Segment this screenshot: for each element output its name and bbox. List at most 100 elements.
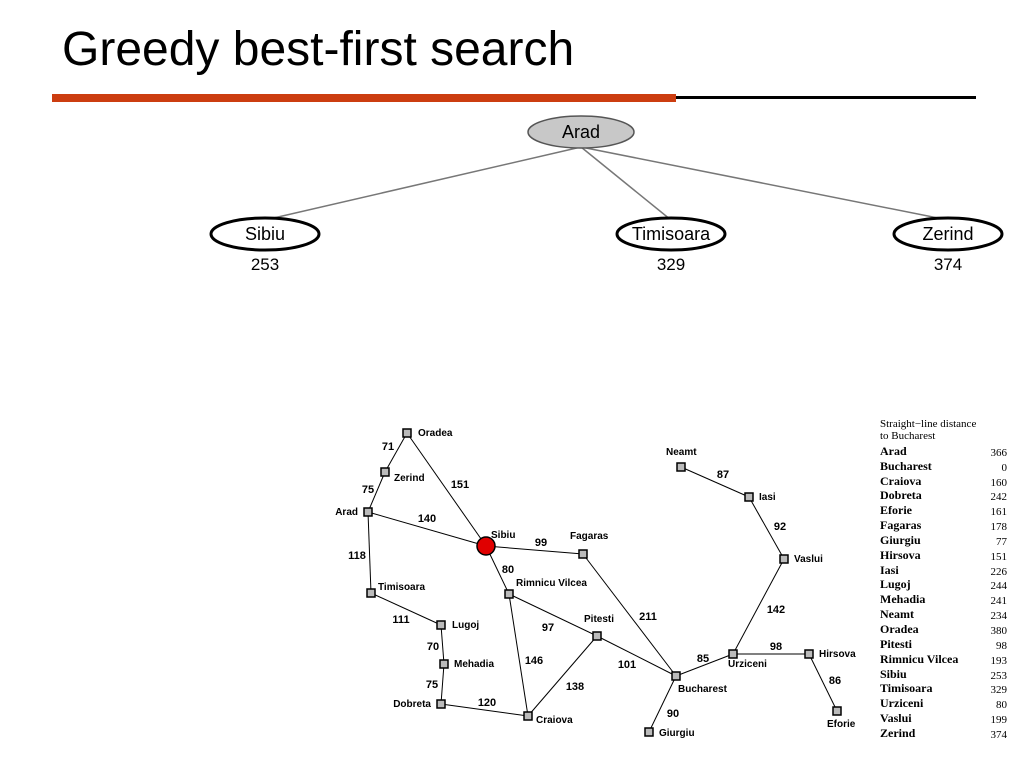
city-marker: [779, 554, 789, 564]
city-timisoara[interactable]: Timisoara: [366, 582, 425, 598]
road-distance-label: 111: [392, 614, 409, 626]
sld-city-name: Vaslui: [880, 711, 912, 726]
road-rimnicu-vilcea-pitesti: [508, 593, 598, 637]
tree-child-sibiu[interactable]: Sibiu 253: [209, 216, 321, 274]
city-neamt[interactable]: Neamt: [666, 447, 697, 472]
city-label: Arad: [335, 507, 358, 518]
city-mehadia[interactable]: Mehadia: [439, 659, 494, 670]
city-marker: [804, 649, 814, 659]
city-arad[interactable]: Arad: [335, 507, 373, 518]
road-bucharest-giurgiu: [648, 675, 677, 733]
city-marker: [671, 671, 681, 681]
sld-distance-value: 242: [990, 491, 1008, 504]
sld-city-name: Pitesti: [880, 636, 912, 651]
road-distance-label: 86: [829, 675, 841, 687]
city-marker: [436, 699, 446, 709]
sld-city-name: Timisoara: [880, 681, 933, 696]
sld-city-name: Rimnicu Vilcea: [880, 651, 959, 666]
sld-distance-value: 234: [990, 610, 1008, 623]
road-iasi-neamt: [680, 466, 750, 498]
sld-distance-value: 244: [990, 580, 1008, 593]
city-marker: [676, 462, 686, 472]
tree-edge-arad-timisoara: [580, 146, 672, 221]
sld-distance-value: 98: [996, 639, 1007, 652]
city-lugoj[interactable]: Lugoj: [436, 620, 479, 631]
city-hirsova[interactable]: Hirsova: [804, 649, 856, 660]
sld-distance-value: 253: [990, 669, 1008, 682]
road-distance-label: 71: [382, 441, 394, 453]
road-distance-label: 151: [451, 479, 469, 491]
city-label: Sibiu: [491, 530, 515, 541]
city-dobreta[interactable]: Dobreta: [393, 699, 446, 710]
city-bucharest[interactable]: Bucharest: [671, 671, 728, 695]
city-rimnicu-vilcea[interactable]: Rimnicu Vilcea: [504, 578, 587, 599]
road-distance-label: 118: [348, 550, 366, 562]
city-marker: [363, 507, 373, 517]
city-marker: [504, 589, 514, 599]
sld-row: Pitesti 98: [880, 637, 1008, 652]
sld-city-name: Neamt: [880, 607, 914, 622]
city-label: Mehadia: [454, 659, 494, 670]
city-marker: [436, 620, 446, 630]
tree-child-label: Timisoara: [632, 224, 711, 244]
tree-root-ellipse: [527, 115, 635, 149]
road-lugoj-mehadia: [440, 624, 445, 665]
sld-distance-value: 226: [990, 565, 1008, 578]
city-pitesti[interactable]: Pitesti: [584, 614, 614, 641]
road-distance-label: 80: [502, 564, 514, 576]
city-fagaras[interactable]: Fagaras: [570, 531, 609, 559]
city-craiova[interactable]: Craiova: [523, 711, 573, 726]
city-marker: [592, 631, 602, 641]
slide-title: Greedy best-first search: [62, 23, 575, 76]
road-distance-label: 97: [542, 622, 554, 634]
sld-row: Iasi 226: [880, 563, 1008, 578]
city-zerind[interactable]: Zerind: [380, 467, 425, 484]
tree-child-zerind[interactable]: Zerind 374: [892, 216, 1004, 274]
city-marker: [728, 649, 738, 659]
tree-edges: [264, 146, 949, 221]
sld-distance-value: 80: [996, 699, 1007, 712]
sld-city-name: Dobreta: [880, 488, 922, 503]
sld-city-name: Oradea: [880, 621, 919, 636]
city-oradea[interactable]: Oradea: [402, 428, 453, 439]
sld-distance-value: 374: [990, 728, 1008, 741]
sld-city-name: Arad: [880, 443, 907, 458]
city-urziceni[interactable]: Urziceni: [728, 649, 767, 670]
road-distance-label: 92: [774, 521, 786, 533]
road-distance-label: 146: [525, 655, 543, 667]
city-vaslui[interactable]: Vaslui: [779, 554, 823, 565]
city-iasi[interactable]: Iasi: [744, 492, 776, 503]
tree-edge-arad-zerind: [580, 146, 949, 221]
city-label: Bucharest: [678, 684, 728, 695]
city-eforie[interactable]: Eforie: [827, 706, 856, 730]
city-label: Neamt: [666, 447, 697, 458]
sld-distance-value: 380: [990, 624, 1008, 637]
road-distance-label: 90: [667, 708, 679, 720]
tree-child-h-value: 253: [251, 255, 279, 274]
tree-root-node[interactable]: Arad: [527, 115, 635, 149]
road-sibiu-fagaras: [485, 545, 584, 555]
sld-city-name: Mehadia: [880, 592, 926, 607]
road-distance-label: 87: [717, 469, 729, 481]
tree-child-timisoara[interactable]: Timisoara 329: [615, 216, 727, 274]
sld-distance-value: 160: [990, 476, 1008, 489]
sld-distance-value: 366: [990, 446, 1008, 459]
road-dobreta-craiova: [440, 703, 529, 717]
sld-city-name: Sibiu: [880, 666, 907, 681]
city-sibiu[interactable]: Sibiu: [476, 530, 515, 556]
sld-city-name: Iasi: [880, 562, 899, 577]
city-label: Oradea: [418, 428, 453, 439]
sld-row: Dobreta 242: [880, 488, 1008, 504]
sld-city-name: Hirsova: [880, 547, 921, 562]
road-timisoara-lugoj: [370, 592, 442, 626]
road-distance-label: 70: [427, 641, 439, 653]
city-giurgiu[interactable]: Giurgiu: [644, 727, 695, 739]
